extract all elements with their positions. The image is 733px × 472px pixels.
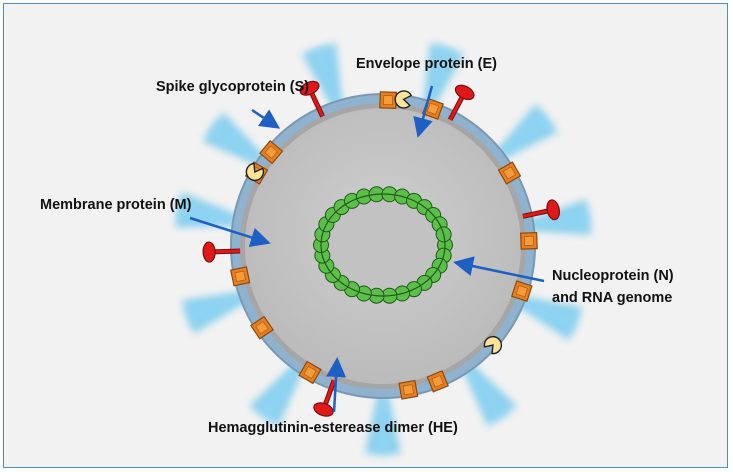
- he-protein-3: [522, 199, 561, 221]
- arrow-spike: [251, 108, 281, 129]
- membrane-protein-11: [229, 266, 251, 287]
- he-protein-5: [313, 379, 337, 417]
- spike-glycoproteins: [175, 42, 592, 454]
- label-envelope-protein: Envelope protein (E): [356, 56, 497, 72]
- membrane-protein-10: [250, 315, 274, 340]
- membrane-protein-8: [398, 379, 419, 400]
- envelope-protein-1: [394, 90, 413, 109]
- arrow-hemagglutinin: [326, 357, 347, 413]
- envelope-protein-2: [245, 162, 265, 182]
- membrane-protein-7: [426, 370, 449, 393]
- he-protein-4: [202, 241, 241, 263]
- label-membrane-protein: Membrane protein (M): [40, 197, 192, 213]
- surface-proteins: [202, 80, 561, 417]
- spike-glycoprotein-1: [202, 111, 265, 166]
- membrane-protein-6: [511, 280, 533, 302]
- spike-glycoprotein-6: [518, 296, 583, 341]
- envelope-protein-3: [483, 335, 503, 355]
- rna-strand: [320, 193, 446, 297]
- nucleocapsid: [313, 186, 453, 304]
- spike-glycoprotein-5: [528, 199, 592, 235]
- membrane-protein-4: [497, 161, 522, 185]
- arrow-membrane: [189, 216, 271, 248]
- he-protein-2: [447, 84, 475, 121]
- arrow-nucleoprotein: [453, 256, 545, 283]
- label-spike-glycoprotein: Spike glycoprotein (S): [156, 79, 309, 95]
- label-hemagglutinin-esterase: Hemagglutinin-esterease dimer (HE): [208, 420, 458, 436]
- membrane-protein-1: [259, 140, 284, 165]
- spike-glycoprotein-7: [463, 364, 518, 427]
- membrane-protein-2: [379, 91, 397, 109]
- spike-glycoprotein-4: [496, 103, 558, 159]
- spike-glycoprotein-10: [181, 291, 246, 335]
- he-protein-1: [299, 80, 325, 118]
- membrane-protein-9: [298, 360, 322, 385]
- spike-glycoprotein-3: [423, 42, 465, 107]
- spike-glycoprotein-8: [365, 394, 401, 454]
- label-nucleoprotein-line2: and RNA genome: [552, 290, 672, 306]
- spike-glycoprotein-9: [248, 364, 303, 427]
- arrow-envelope: [413, 85, 434, 138]
- spike-glycoprotein-2: [301, 42, 343, 107]
- label-nucleoprotein-line1: Nucleoprotein (N): [552, 268, 674, 284]
- membrane-protein-5: [520, 232, 538, 250]
